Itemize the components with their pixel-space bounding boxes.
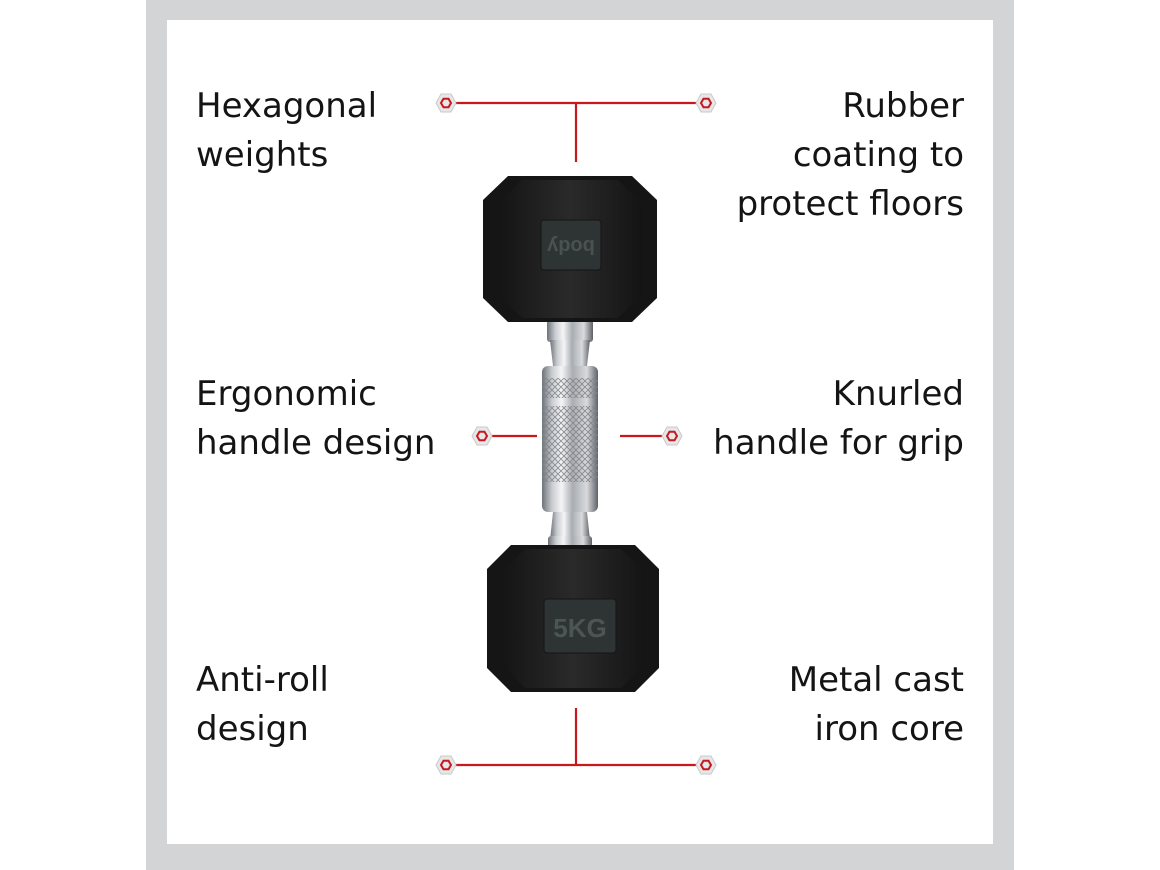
feature-hexagonal-weights: Hexagonal weights (196, 82, 377, 180)
feature-line: coating to (792, 135, 964, 175)
feature-line: design (196, 709, 309, 749)
feature-line: Metal cast (788, 660, 964, 700)
top-weight-head (483, 176, 657, 322)
callout-lines (455, 101, 697, 767)
feature-line: Hexagonal (196, 86, 378, 126)
dumbbell-handle (542, 320, 598, 550)
feature-ergonomic-handle: Ergonomic handle design (196, 370, 435, 468)
feature-line: weights (196, 135, 329, 175)
hex-marker-icon (695, 93, 717, 113)
feature-anti-roll: Anti-roll design (196, 656, 329, 754)
feature-line: handle for grip (713, 423, 964, 463)
feature-rubber-coating: Rubber coating to protect floors (737, 82, 964, 229)
feature-iron-core: Metal cast iron core (789, 656, 964, 754)
bottom-weight-head (487, 545, 659, 692)
feature-line: Rubber (842, 86, 964, 126)
hex-marker-icon (471, 426, 493, 446)
weight-plate-text: 5KG (553, 613, 606, 643)
feature-line: iron core (814, 709, 964, 749)
feature-line: Ergonomic (196, 374, 377, 414)
hex-marker-icon (661, 426, 683, 446)
feature-line: Anti-roll (196, 660, 329, 700)
feature-line: protect floors (736, 184, 964, 224)
hex-marker-icon (695, 755, 717, 775)
feature-line: Knurled (832, 374, 964, 414)
feature-knurled-handle: Knurled handle for grip (713, 370, 964, 468)
hex-marker-icon (435, 755, 457, 775)
hex-marker-icon (435, 93, 457, 113)
feature-line: handle design (196, 423, 436, 463)
brand-plate-text: body (546, 235, 595, 257)
